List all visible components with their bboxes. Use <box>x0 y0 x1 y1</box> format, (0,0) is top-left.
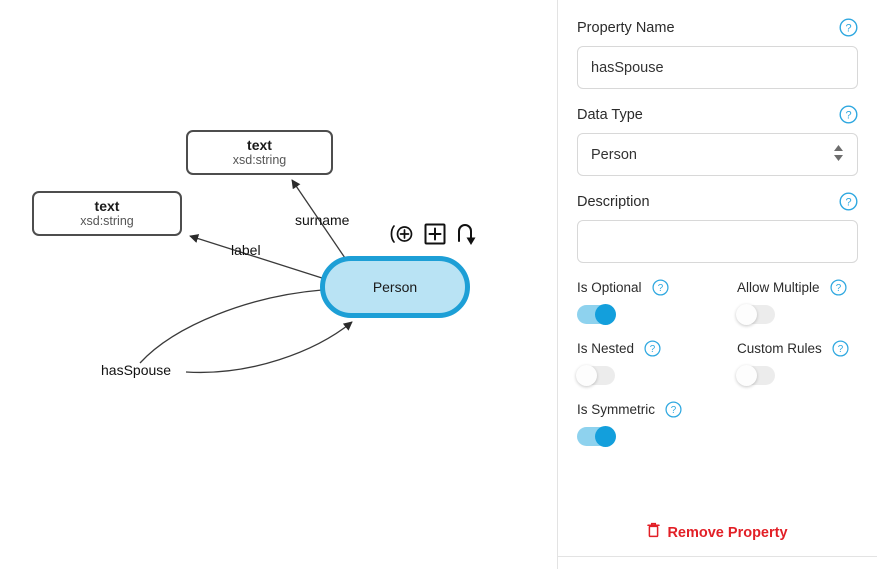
toggle-knob <box>576 365 597 386</box>
toggle-header: Custom Rules ? <box>737 340 877 357</box>
field-description: Description ? <box>577 192 858 263</box>
node-toolbar <box>389 221 477 247</box>
toggle-cell-is-symmetric: Is Symmetric ? <box>577 401 737 447</box>
graph-canvas[interactable]: text xsd:string text xsd:string Person s… <box>0 0 557 569</box>
help-icon-property-name[interactable]: ? <box>839 18 858 37</box>
description-input[interactable] <box>577 220 858 263</box>
node-text-left[interactable]: text xsd:string <box>32 191 182 236</box>
trash-icon <box>647 522 661 543</box>
edge-label-hasspouse[interactable]: hasSpouse <box>101 362 172 378</box>
toggle-is-symmetric[interactable] <box>577 426 616 447</box>
edge-hasspouse-out <box>139 289 323 364</box>
property-name-label: Property Name <box>577 19 675 36</box>
remove-property-button[interactable]: Remove Property <box>558 522 877 543</box>
help-icon-is-optional[interactable]: ? <box>651 279 669 296</box>
edge-surname <box>291 179 346 259</box>
help-icon-is-symmetric[interactable]: ? <box>665 401 682 418</box>
toggle-custom-rules[interactable] <box>736 365 775 386</box>
toggle-allow-multiple[interactable] <box>736 304 775 325</box>
remove-property-label: Remove Property <box>667 524 788 541</box>
toggle-cell-allow-multiple: Allow Multiple ? <box>736 279 877 325</box>
edge-label <box>189 234 323 279</box>
boxed-plus-icon[interactable] <box>424 223 446 245</box>
chevron-updown-icon <box>833 144 844 166</box>
property-name-input[interactable]: hasSpouse <box>577 46 858 89</box>
svg-text:?: ? <box>845 23 851 35</box>
toggle-cell-custom-rules: Custom Rules ? <box>736 340 877 386</box>
toggle-knob <box>736 304 757 325</box>
node-text-top[interactable]: text xsd:string <box>186 130 333 175</box>
toggle-label-is-optional: Is Optional <box>577 280 642 295</box>
toggle-header: Allow Multiple ? <box>737 279 877 296</box>
circled-plus-icon[interactable] <box>389 223 415 245</box>
toggle-knob <box>595 304 616 325</box>
toggle-header: Is Nested ? <box>577 340 737 357</box>
field-header: Data Type ? <box>577 105 858 124</box>
toggle-cell-is-nested: Is Nested ? <box>576 340 737 386</box>
field-data-type: Data Type ? Person <box>577 105 858 176</box>
node-person-label: Person <box>372 279 418 295</box>
edge-hasspouse-in <box>185 321 353 374</box>
toggle-is-nested[interactable] <box>576 365 615 386</box>
toggle-grid: Is Optional ? Allow Multiple <box>576 279 858 447</box>
svg-text:?: ? <box>657 283 663 294</box>
toggle-label-custom-rules: Custom Rules <box>737 341 822 356</box>
help-icon-allow-multiple[interactable]: ? <box>829 279 847 296</box>
toggle-label-is-symmetric: Is Symmetric <box>577 402 656 417</box>
node-person[interactable]: Person <box>320 256 470 318</box>
field-header: Description ? <box>577 192 858 211</box>
svg-text:?: ? <box>845 110 851 122</box>
toggle-knob <box>736 365 757 386</box>
edge-label-label[interactable]: label <box>231 242 261 258</box>
data-type-value: Person <box>591 146 637 163</box>
node-title: text <box>247 136 272 153</box>
toggle-is-optional[interactable] <box>577 304 616 325</box>
toggle-label-is-nested: Is Nested <box>577 341 635 356</box>
panel-divider <box>558 556 877 557</box>
help-icon-data-type[interactable]: ? <box>839 105 858 124</box>
edge-label-surname[interactable]: surname <box>295 212 350 228</box>
svg-text:?: ? <box>671 405 677 416</box>
toggle-label-allow-multiple: Allow Multiple <box>737 280 820 295</box>
node-subtitle: xsd:string <box>80 214 134 229</box>
node-title: text <box>94 197 120 214</box>
help-icon-is-nested[interactable]: ? <box>644 340 661 357</box>
description-label: Description <box>577 193 650 210</box>
svg-text:?: ? <box>845 197 851 209</box>
field-header: Property Name ? <box>577 18 858 37</box>
toggle-cell-is-optional: Is Optional ? <box>577 279 737 325</box>
help-icon-description[interactable]: ? <box>839 192 858 211</box>
help-icon-custom-rules[interactable]: ? <box>832 340 849 357</box>
toggle-header: Is Optional ? <box>577 279 737 296</box>
graph-edges <box>139 179 353 374</box>
svg-text:?: ? <box>835 283 841 294</box>
svg-text:?: ? <box>838 344 844 355</box>
field-property-name: Property Name ? hasSpouse <box>577 18 858 89</box>
property-panel: Property Name ? hasSpouse Data Type <box>557 0 877 569</box>
property-name-value: hasSpouse <box>591 59 664 76</box>
self-loop-arrow-icon[interactable] <box>455 221 477 247</box>
data-type-select[interactable]: Person <box>577 133 858 176</box>
node-subtitle: xsd:string <box>232 153 287 168</box>
svg-text:?: ? <box>650 344 656 355</box>
toggle-header: Is Symmetric ? <box>577 401 737 418</box>
data-type-label: Data Type <box>577 106 643 123</box>
toggle-knob <box>595 426 616 447</box>
